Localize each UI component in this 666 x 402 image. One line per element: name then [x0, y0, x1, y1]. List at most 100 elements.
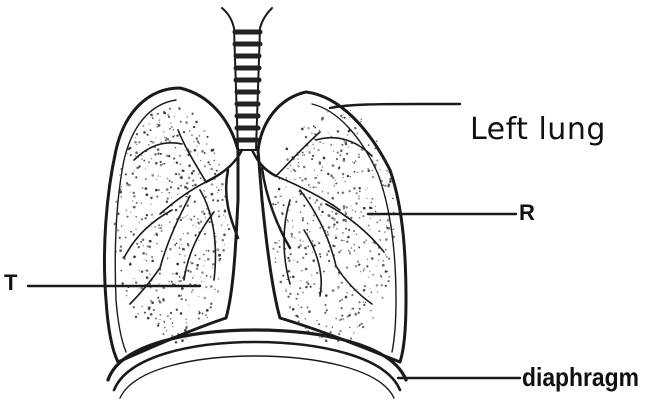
stipple-dot [198, 312, 200, 314]
stipple-dot [153, 279, 154, 280]
stipple-dot [129, 263, 132, 266]
stipple-dot [121, 168, 123, 170]
stipple-dot [289, 293, 290, 294]
stipple-dot [320, 141, 322, 143]
stipple-dot [375, 211, 377, 213]
stipple-dot [329, 337, 331, 339]
stipple-dot [162, 163, 164, 165]
stipple-dot [141, 202, 142, 203]
stipple-dot [144, 312, 146, 314]
stipple-dot [165, 139, 167, 141]
stipple-dot [151, 256, 153, 258]
stipple-dot [180, 121, 182, 123]
stipple-dot [368, 277, 369, 278]
stipple-dot [152, 141, 155, 144]
stipple-dot [349, 286, 351, 288]
stipple-dot [145, 187, 148, 190]
stipple-dot [173, 239, 174, 240]
stipple-dot [360, 271, 361, 272]
stipple-dot [187, 149, 189, 151]
stipple-dot [285, 187, 286, 188]
stipple-dot [203, 213, 205, 215]
stipple-dot [307, 127, 309, 129]
stipple-dot [213, 250, 215, 252]
stipple-dot [345, 211, 347, 213]
stipple-dot [305, 286, 307, 288]
stipple-dot [119, 237, 121, 239]
stipple-dot [181, 244, 182, 245]
stipple-dot [198, 228, 199, 229]
stipple-dot [304, 154, 305, 155]
stipple-dot [163, 286, 166, 289]
stipple-dot [350, 110, 351, 111]
stipple-dot [368, 144, 370, 146]
stipple-dot [314, 127, 316, 129]
stipple-dot [146, 134, 149, 137]
stipple-dot [159, 268, 161, 270]
stipple-dot [335, 237, 337, 239]
stipple-dot [197, 218, 198, 219]
stipple-dot [336, 158, 338, 160]
stipple-dot [156, 179, 157, 180]
stipple-dot [166, 212, 168, 214]
stipple-dot [349, 112, 350, 113]
stipple-dot [365, 302, 366, 303]
stipple-dot [157, 152, 159, 154]
stipple-dot [183, 131, 185, 133]
stipple-dot [302, 155, 303, 156]
stipple-dot [297, 261, 299, 263]
stipple-dot [117, 212, 120, 215]
stipple-dot [342, 177, 343, 178]
stipple-dot [189, 257, 190, 258]
stipple-dot [216, 170, 218, 172]
stipple-dot [149, 273, 151, 275]
left-lung-inner-border [312, 104, 396, 352]
stipple-dot [350, 337, 352, 339]
stipple-dot [169, 192, 170, 193]
stipple-dot [359, 302, 360, 303]
stipple-dot [323, 143, 325, 145]
stipple-dot [189, 254, 190, 255]
stipple-dot [289, 306, 292, 309]
stipple-dot [204, 152, 206, 154]
stipple-dot [372, 274, 374, 276]
stipple-dot [372, 161, 373, 162]
stipple-dot [135, 155, 136, 156]
stipple-dot [359, 187, 361, 189]
stipple-dot [294, 170, 296, 172]
stipple-dot [171, 205, 173, 207]
stipple-dot [198, 231, 200, 233]
stipple-dot [299, 287, 301, 289]
stipple-dot [298, 165, 300, 167]
stipple-dot [385, 285, 387, 287]
stipple-dot [360, 211, 362, 213]
stipple-dot [380, 154, 381, 155]
stipple-dot [370, 291, 372, 293]
stipple-dot [385, 159, 387, 161]
stipple-dot [211, 216, 213, 218]
stipple-dot [189, 218, 190, 219]
stipple-dot [311, 132, 313, 134]
stipple-dot [345, 181, 346, 182]
stipple-dot [298, 304, 299, 305]
stipple-dot [291, 235, 293, 237]
stipple-dot [207, 317, 208, 318]
stipple-dot [167, 138, 169, 140]
stipple-dot [342, 117, 343, 118]
stipple-dot [202, 313, 204, 315]
stipple-dot [199, 258, 201, 260]
stipple-dot [192, 113, 194, 115]
stipple-dot [358, 312, 360, 314]
stipple-dot [201, 183, 203, 185]
stipple-dot [150, 204, 151, 205]
stipple-dot [355, 192, 357, 194]
stipple-dot [341, 144, 343, 146]
stipple-dot [275, 261, 277, 263]
stipple-dot [314, 177, 316, 179]
stipple-dot [175, 173, 177, 175]
stipple-dot [135, 281, 138, 284]
stipple-dot [220, 258, 221, 259]
stipple-dot [186, 182, 188, 184]
stipple-dot [341, 299, 343, 301]
